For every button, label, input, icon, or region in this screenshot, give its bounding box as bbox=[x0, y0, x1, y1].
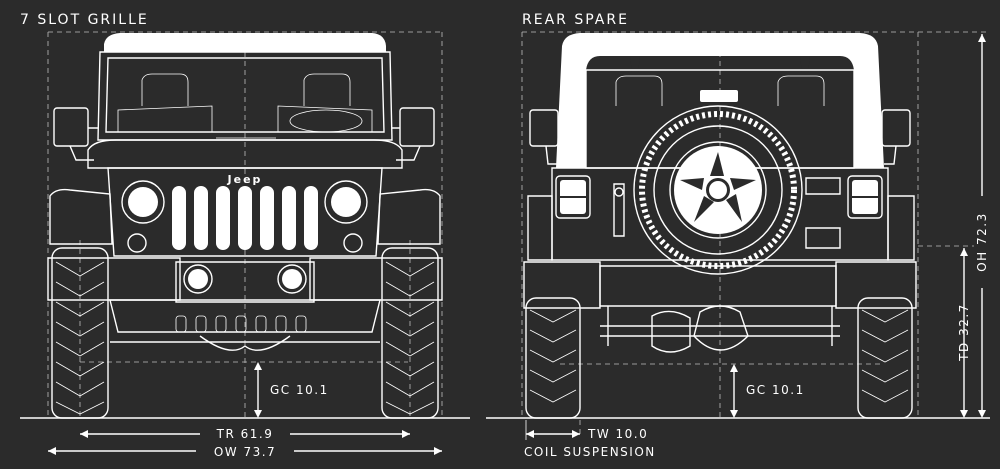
left-fender bbox=[49, 188, 113, 245]
right-tail-light bbox=[847, 175, 883, 219]
windshield-glass bbox=[105, 57, 385, 133]
windshield-frame bbox=[97, 51, 393, 141]
right-fender bbox=[377, 188, 441, 245]
track-label: TR 61.9 bbox=[216, 427, 274, 441]
suspension-label: COIL SUSPENSION bbox=[524, 445, 656, 459]
front-view-title: 7 SLOT GRILLE bbox=[20, 12, 149, 28]
rear-bumper-left bbox=[523, 261, 601, 309]
tire-width-label: TW 10.0 bbox=[587, 427, 648, 441]
hood bbox=[87, 139, 403, 169]
steering-wheel bbox=[289, 109, 363, 133]
spare-wheel-rim bbox=[669, 141, 767, 239]
tire-diameter-label: TD 32.7 bbox=[957, 303, 971, 362]
rear-bumper-center bbox=[599, 265, 837, 307]
overall-height-label: OH 72.3 bbox=[975, 212, 989, 272]
left-fog-light bbox=[183, 264, 213, 294]
front-bumper-center bbox=[175, 261, 315, 303]
overall-width-label: OW 73.7 bbox=[214, 445, 276, 459]
front-bumper-left bbox=[47, 257, 181, 301]
rear-right-tire bbox=[857, 297, 913, 419]
rear-view-drawing: GC 10.1 TW 10.0 COIL SUSPENSION TD 32.7 … bbox=[486, 31, 990, 459]
left-turn-signal bbox=[127, 233, 147, 253]
front-bumper-right bbox=[309, 257, 443, 301]
front-axle bbox=[199, 335, 291, 351]
left-headlight bbox=[121, 180, 165, 224]
rear-left-mirror bbox=[529, 109, 559, 147]
third-brake-light bbox=[700, 90, 738, 102]
tailgate-handle bbox=[613, 183, 625, 237]
skid-plate bbox=[109, 299, 381, 333]
grille-slots bbox=[172, 186, 318, 250]
right-headlight bbox=[324, 180, 368, 224]
rear-view-title: REAR SPARE bbox=[522, 12, 629, 28]
rear-right-mirror bbox=[881, 109, 911, 147]
right-turn-signal bbox=[343, 233, 363, 253]
spare-tire bbox=[633, 105, 803, 275]
rear-hardtop bbox=[556, 33, 884, 168]
front-ground-clearance-label: GC 10.1 bbox=[270, 383, 329, 397]
left-mirror bbox=[53, 107, 89, 147]
hardtop-roof bbox=[104, 33, 386, 52]
rear-differential bbox=[693, 305, 749, 351]
front-view-drawing: Jeep bbox=[20, 31, 470, 459]
right-mirror bbox=[399, 107, 435, 147]
jeep-badge: Jeep bbox=[227, 173, 263, 186]
rear-left-tire bbox=[525, 297, 581, 419]
rear-bumper-right bbox=[835, 261, 917, 309]
left-tail-light bbox=[555, 175, 591, 219]
right-fog-light bbox=[277, 264, 307, 294]
rear-ground-clearance-label: GC 10.1 bbox=[746, 383, 805, 397]
